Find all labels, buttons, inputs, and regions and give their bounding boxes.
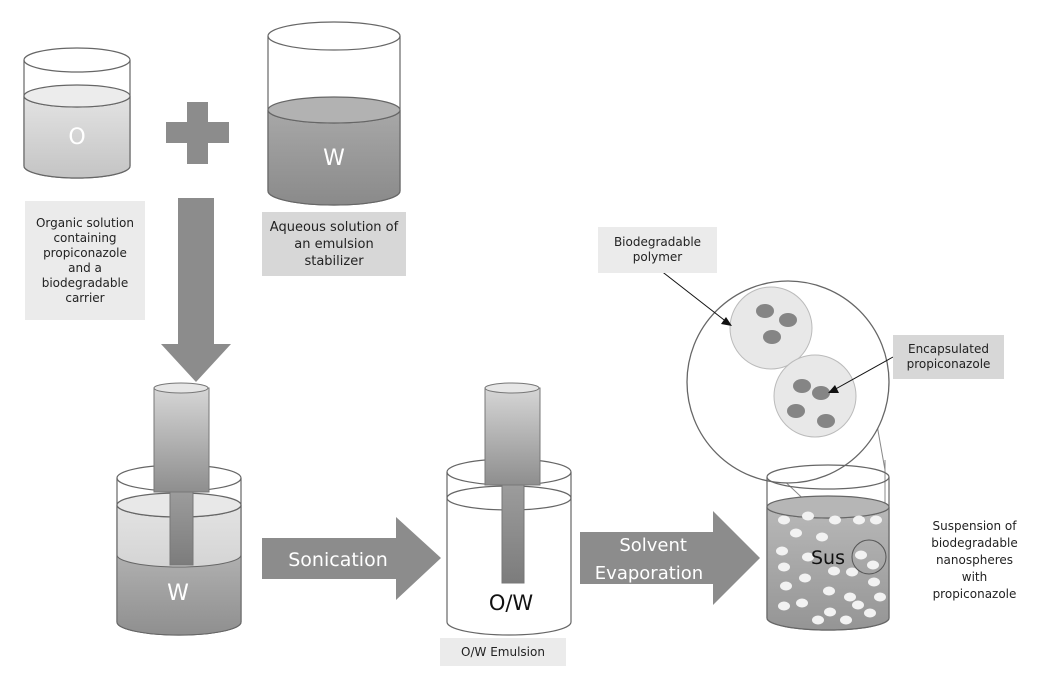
organic-solution-label: Organic solution containing propiconazol…: [25, 201, 145, 320]
organic-beaker-label: O: [68, 125, 85, 150]
emulsion-caption: O/W Emulsion: [440, 638, 566, 666]
emulsion-beaker: O/W: [446, 382, 572, 636]
magnifier: [686, 280, 890, 546]
sonication-label: Sonication: [288, 549, 388, 571]
solvent-evaporation-label: Solvent Evaporation: [595, 535, 703, 584]
suspension-beaker-label: Sus: [811, 547, 845, 569]
sonication-arrow: Sonication: [262, 517, 441, 600]
biodegradable-polymer-label: Biodegradable polymer: [598, 227, 717, 273]
solvent-evaporation-arrow: Solvent Evaporation: [580, 511, 760, 605]
mixing-beaker-label: W: [167, 581, 189, 606]
suspension-label: Suspension of biodegradable nanospheres …: [917, 509, 1032, 611]
organic-beaker: O: [23, 47, 131, 179]
pointer-arrows: [659, 269, 894, 393]
aqueous-beaker-label: W: [323, 146, 345, 171]
emulsion-beaker-label: O/W: [489, 591, 534, 615]
down-arrow-icon: [161, 198, 231, 382]
aqueous-solution-label: Aqueous solution of an emulsion stabiliz…: [262, 212, 406, 276]
aqueous-beaker: W: [267, 21, 401, 206]
mixing-beaker: W: [116, 382, 242, 636]
magnify-focus-circle: [851, 539, 887, 575]
plus-icon: [166, 102, 229, 164]
suspension-beaker: Sus: [766, 464, 890, 631]
nanosphere-magnified: [729, 286, 813, 370]
encapsulated-propiconazole-label: Encapsulated propiconazole: [893, 335, 1004, 379]
